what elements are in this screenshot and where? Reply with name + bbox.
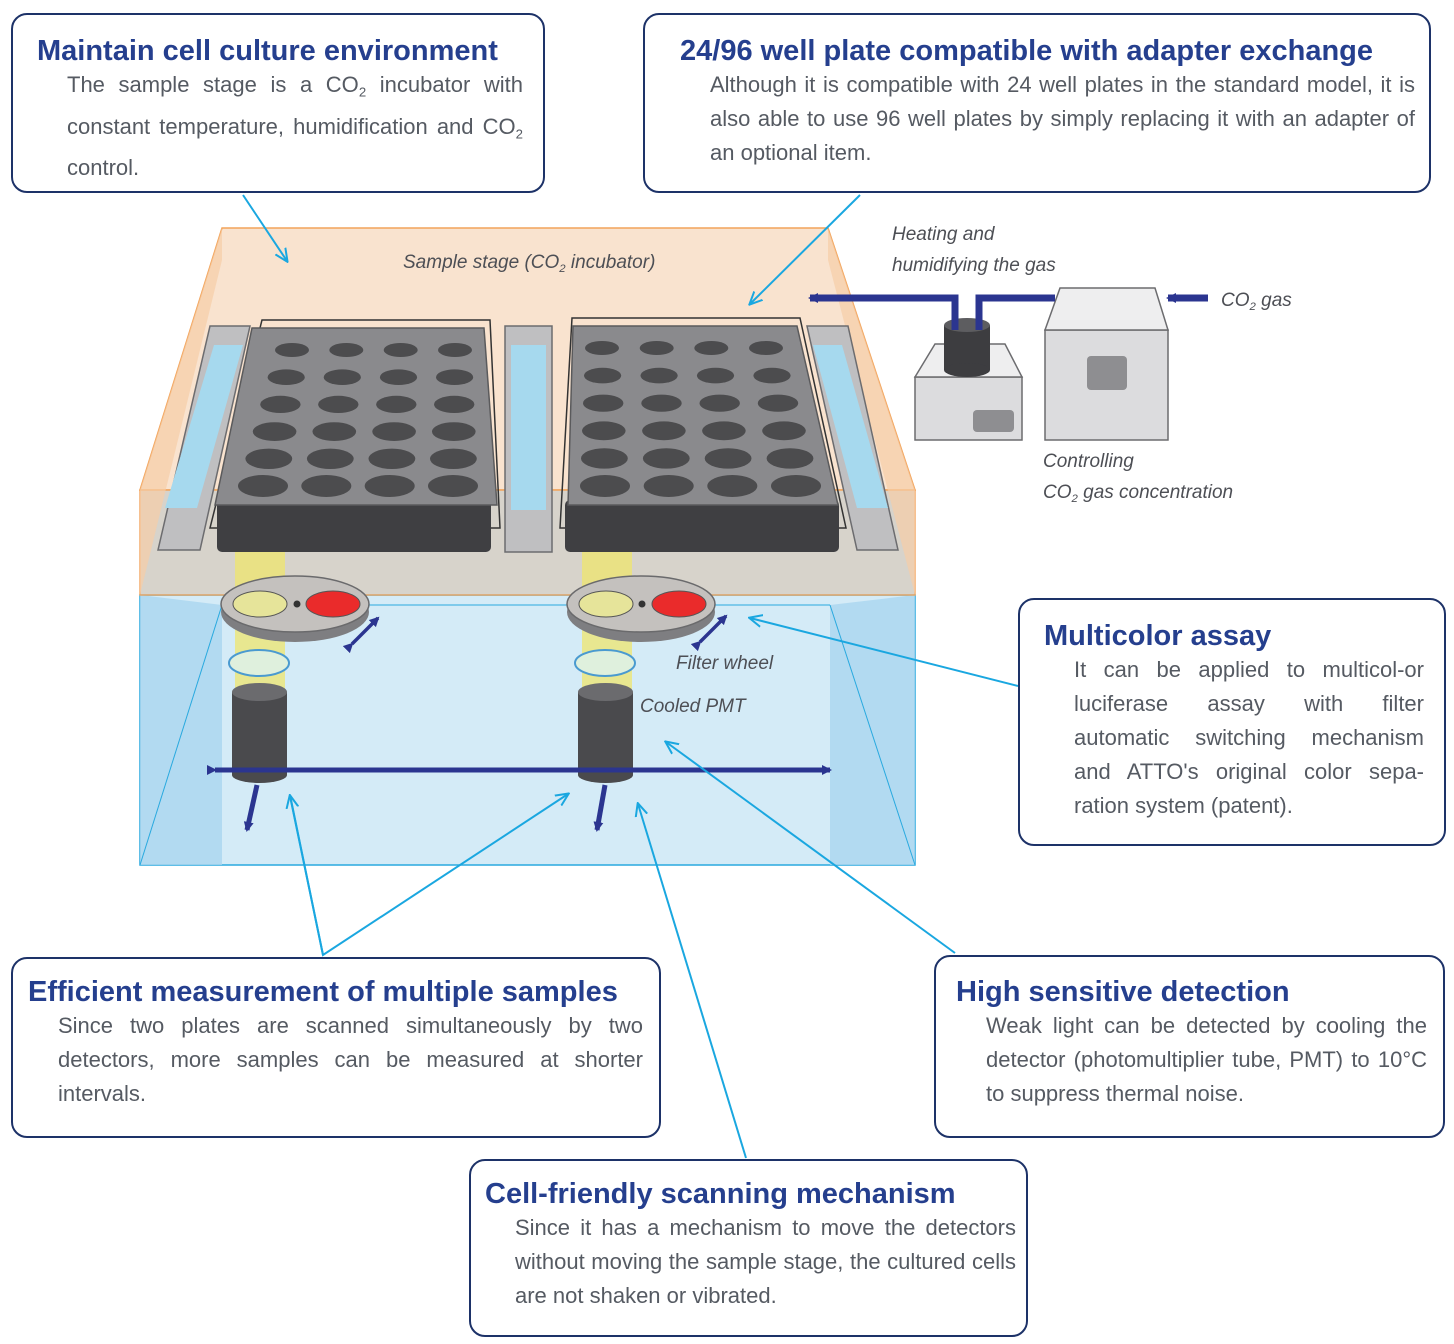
well bbox=[245, 448, 293, 469]
humidifier-unit bbox=[913, 318, 1024, 441]
card-sensitive: High sensitive detection Weak light can … bbox=[934, 955, 1445, 1138]
wells-left bbox=[238, 343, 478, 497]
scan-motion-arrows bbox=[207, 614, 832, 832]
well bbox=[260, 395, 301, 413]
well bbox=[368, 448, 416, 469]
well bbox=[640, 367, 678, 384]
card-title: Efficient measurement of multiple sample… bbox=[28, 976, 618, 1008]
well bbox=[379, 369, 418, 386]
well bbox=[318, 395, 359, 413]
lens-right bbox=[574, 649, 636, 677]
well bbox=[238, 475, 288, 497]
well bbox=[582, 421, 626, 441]
sample-stage-label: Sample stage (CO2 incubator) bbox=[403, 252, 656, 275]
well bbox=[696, 367, 735, 384]
wells-right bbox=[580, 341, 821, 497]
card-title: Maintain cell culture environment bbox=[37, 35, 498, 67]
card-title: 24/96 well plate compatible with adapter… bbox=[680, 35, 1374, 67]
filter-wheel-left bbox=[220, 575, 370, 642]
well bbox=[771, 475, 821, 497]
well bbox=[252, 422, 297, 441]
well bbox=[643, 475, 694, 497]
well bbox=[275, 343, 309, 357]
well bbox=[312, 422, 357, 441]
well bbox=[428, 475, 478, 497]
gas-pipes bbox=[808, 293, 1208, 330]
lens-left bbox=[228, 649, 290, 677]
card-body: It can be applied to multicol-or lucifer… bbox=[1074, 657, 1424, 818]
card-body: Since two plates are scanned simultaneou… bbox=[58, 1013, 643, 1106]
water-trough-right bbox=[806, 325, 899, 551]
well bbox=[372, 422, 416, 441]
pointer-lines bbox=[242, 194, 1019, 1159]
card-multicolor: Multicolor assay It can be applied to mu… bbox=[1018, 598, 1446, 846]
card-scanning: Cell-friendly scanning mechanism Since i… bbox=[469, 1159, 1028, 1337]
well bbox=[704, 448, 752, 469]
well bbox=[585, 341, 619, 355]
well bbox=[707, 475, 758, 497]
well bbox=[642, 448, 690, 469]
well bbox=[702, 421, 746, 441]
well bbox=[306, 448, 354, 469]
detector-chamber bbox=[139, 594, 916, 866]
water-trough-middle bbox=[504, 325, 553, 553]
card-title: Cell-friendly scanning mechanism bbox=[485, 1178, 956, 1210]
card-body: Since it has a mechanism to move the det… bbox=[515, 1215, 1016, 1308]
well bbox=[584, 367, 622, 384]
card-body: Although it is compatible with 24 well p… bbox=[710, 72, 1415, 165]
well bbox=[757, 394, 799, 412]
well bbox=[267, 369, 305, 386]
well bbox=[762, 421, 806, 441]
well bbox=[301, 475, 352, 497]
card-well-plate: 24/96 well plate compatible with adapter… bbox=[643, 13, 1431, 193]
well bbox=[581, 448, 628, 469]
well bbox=[329, 343, 364, 357]
well bbox=[749, 341, 783, 355]
well bbox=[430, 448, 477, 469]
well bbox=[432, 422, 476, 441]
card-body: Weak light can be detected by cooling th… bbox=[986, 1013, 1427, 1106]
well-plate-right bbox=[559, 317, 847, 552]
well bbox=[580, 475, 630, 497]
well bbox=[766, 448, 814, 469]
well bbox=[438, 343, 472, 357]
card-body: The sample stage is a CO2 incubator with… bbox=[67, 72, 523, 181]
water-trough-left bbox=[157, 325, 251, 551]
well bbox=[383, 343, 418, 357]
co2-gas-label: CO2 gas bbox=[1221, 290, 1292, 313]
card-title: High sensitive detection bbox=[956, 976, 1290, 1008]
well bbox=[699, 394, 740, 412]
well bbox=[434, 395, 475, 413]
well bbox=[436, 369, 474, 386]
well bbox=[642, 421, 686, 441]
cooled-pmt-label: Cooled PMT bbox=[640, 696, 746, 717]
well bbox=[376, 395, 417, 413]
card-maintain-culture: Maintain cell culture environment The sa… bbox=[11, 13, 545, 193]
well bbox=[753, 367, 791, 384]
well bbox=[639, 341, 674, 355]
filter-wheel-right bbox=[566, 575, 716, 642]
well-plate-left bbox=[209, 319, 501, 552]
card-efficient: Efficient measurement of multiple sample… bbox=[11, 957, 661, 1138]
co2-controller-unit bbox=[1043, 287, 1170, 441]
well bbox=[323, 369, 361, 386]
well bbox=[641, 394, 682, 412]
filter-wheel-label: Filter wheel bbox=[676, 653, 774, 674]
well bbox=[364, 475, 415, 497]
card-title: Multicolor assay bbox=[1044, 620, 1272, 652]
well bbox=[694, 341, 729, 355]
well bbox=[583, 394, 624, 412]
